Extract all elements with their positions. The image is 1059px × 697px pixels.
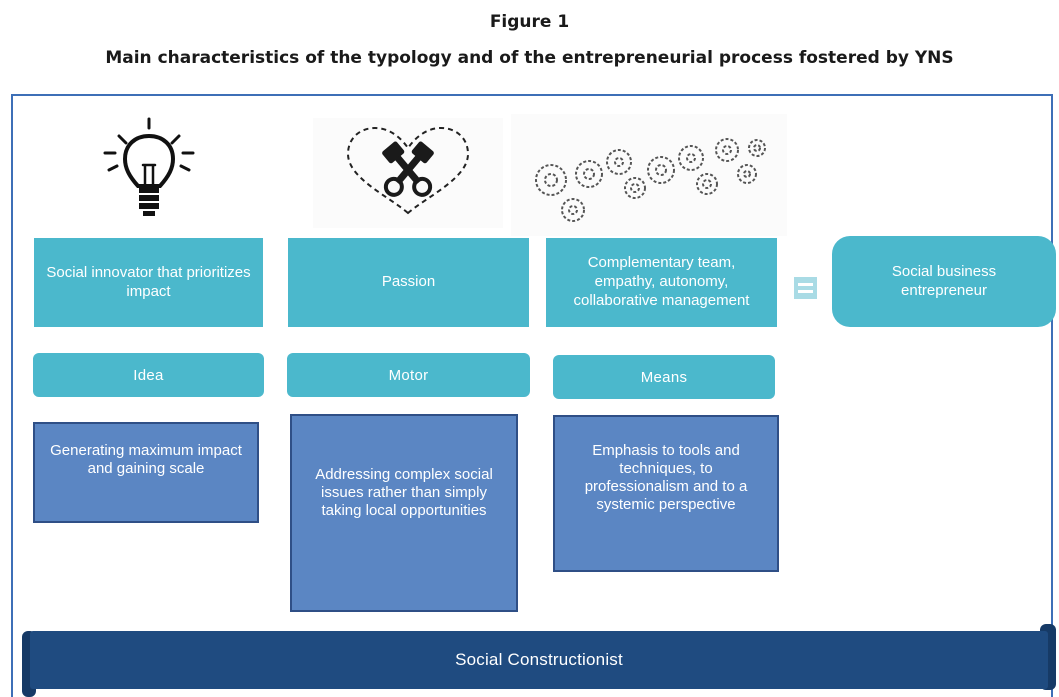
role-pill-idea: Idea: [33, 353, 264, 397]
role-pill-motor: Motor: [287, 353, 530, 397]
detail-box-social-issues: Addressing complex social issues rather …: [290, 414, 518, 612]
equals-sign: [794, 277, 817, 299]
gears-icon: [535, 138, 766, 222]
figure-number: Figure 1: [489, 12, 570, 32]
lightbulb-icon-box: [43, 107, 262, 228]
trait-box-team: Complementary team, empathy, autonomy, c…: [546, 238, 777, 327]
heart-pistons-icon: [346, 126, 470, 215]
detail-box-tools: Emphasis to tools and techniques, to pro…: [553, 415, 779, 572]
heart-pistons-icon-box: [313, 118, 503, 228]
result-box-social-business-entrepreneur: Social business entrepreneur: [832, 236, 1056, 327]
diagram-frame: [11, 94, 1053, 697]
social-constructionist-banner: Social Constructionist: [30, 631, 1048, 689]
role-pill-means: Means: [553, 355, 775, 399]
trait-box-innovator: Social innovator that prioritizes impact: [34, 238, 263, 327]
trait-box-passion: Passion: [288, 238, 529, 327]
gears-icon-box: [511, 114, 787, 236]
detail-box-impact: Generating maximum impact and gaining sc…: [33, 422, 259, 523]
lightbulb-icon: [103, 117, 195, 216]
figure-title: Main characteristics of the typology and…: [105, 48, 954, 68]
